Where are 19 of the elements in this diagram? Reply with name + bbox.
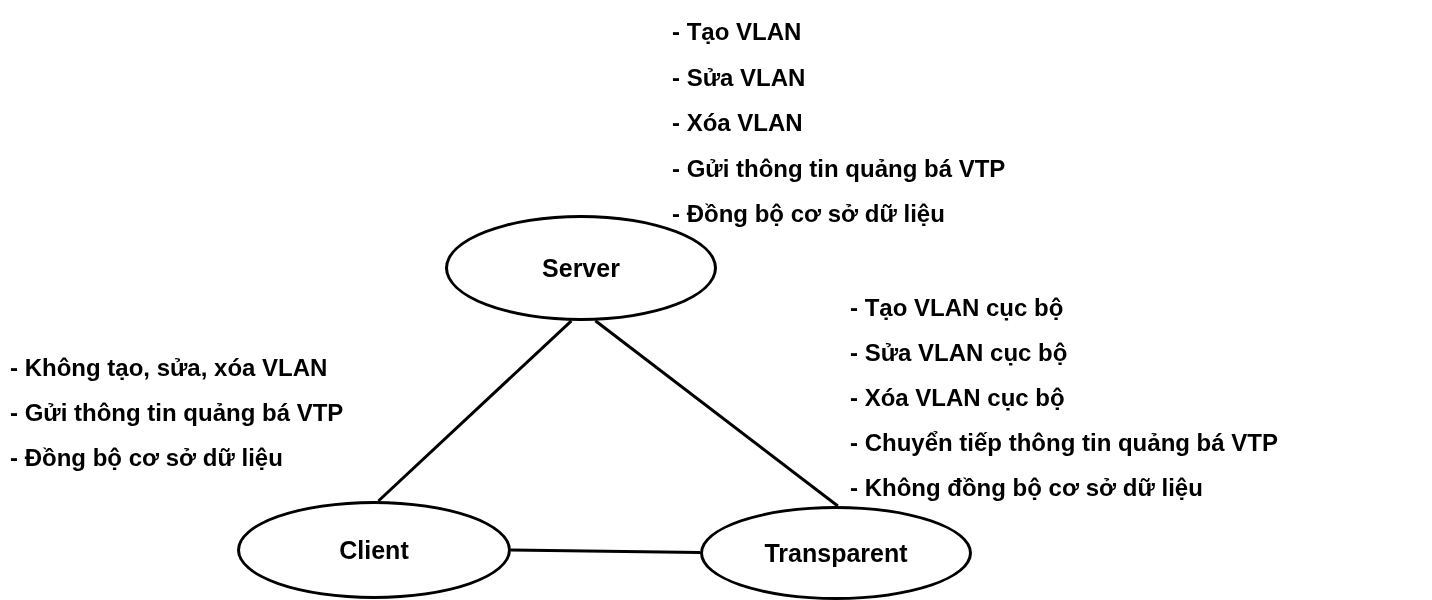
list-item: - Không đồng bộ cơ sở dữ liệu: [850, 473, 1203, 503]
list-item: - Đồng bộ cơ sở dữ liệu: [672, 199, 945, 229]
list-item: - Không tạo, sửa, xóa VLAN: [10, 353, 328, 383]
list-item: - Gửi thông tin quảng bá VTP: [672, 153, 1006, 184]
connector-line: [594, 319, 839, 508]
list-item: - Xóa VLAN: [672, 108, 803, 138]
connector-line: [377, 319, 573, 503]
list-item: - Sửa VLAN: [672, 62, 806, 93]
node-label: Server: [542, 253, 620, 283]
list-item: - Sửa VLAN cục bộ: [850, 338, 1068, 368]
node-label: Client: [339, 535, 409, 565]
connector-line: [510, 548, 701, 554]
list-item: - Xóa VLAN cục bộ: [850, 383, 1065, 413]
list-item: - Tạo VLAN cục bộ: [850, 293, 1064, 323]
list-item: - Gửi thông tin quảng bá VTP: [10, 398, 344, 428]
list-item: - Chuyển tiếp thông tin quảng bá VTP: [850, 428, 1278, 458]
node-label: Transparent: [764, 538, 908, 568]
list-item: - Đồng bộ cơ sở dữ liệu: [10, 443, 283, 473]
list-item: - Tạo VLAN: [672, 17, 802, 47]
